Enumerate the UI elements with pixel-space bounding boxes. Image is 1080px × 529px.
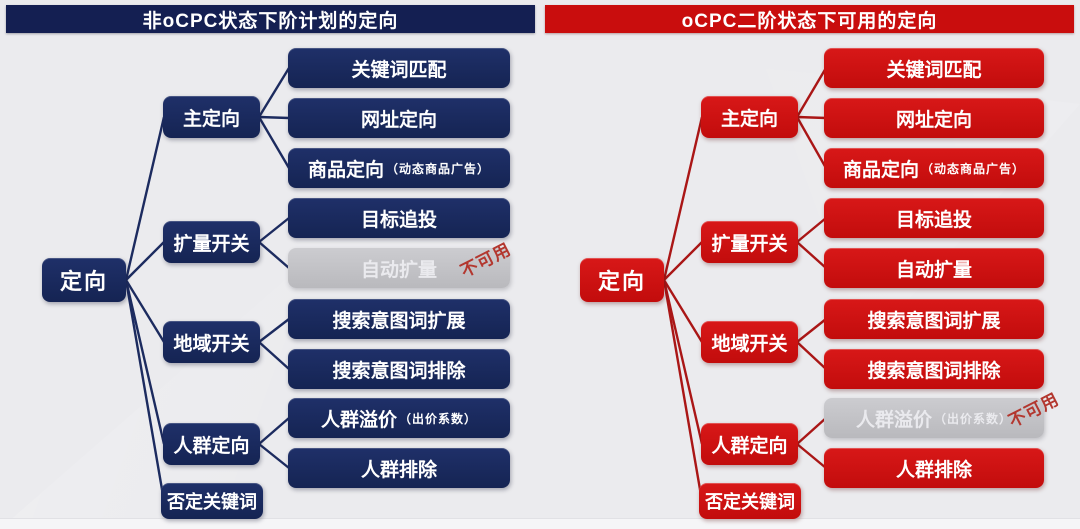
right-leaf-search-intent-exclude: 搜索意图词排除 <box>824 349 1044 389</box>
right-leaf-url-targeting: 网址定向 <box>824 98 1044 138</box>
right-leaf-product-targeting: 商品定向（动态商品广告） <box>824 148 1044 188</box>
right-leaf-auto-expansion: 自动扩量 <box>824 248 1044 288</box>
left-leaf-search-intent-exclude: 搜索意图词排除 <box>288 349 510 389</box>
right-branch-audience-targeting: 人群定向 <box>701 423 798 465</box>
left-leaf-audience-exclude: 人群排除 <box>288 448 510 488</box>
left-panel-title: 非oCPC状态下阶计划的定向 <box>6 5 535 33</box>
left-leaf-auto-expansion-disabled: 自动扩量 <box>288 248 510 288</box>
leaf-suffix: （出价系数） <box>399 411 478 426</box>
leaf-label: 商品定向 <box>842 159 919 181</box>
left-leaf-search-intent-expand: 搜索意图词扩展 <box>288 299 510 339</box>
right-leaf-search-intent-expand: 搜索意图词扩展 <box>824 299 1044 339</box>
left-branch-region-switch: 地域开关 <box>163 321 260 363</box>
leaf-suffix: （动态商品广告） <box>386 161 491 176</box>
left-leaf-product-targeting: 商品定向（动态商品广告） <box>288 148 510 188</box>
left-leaf-url-targeting: 网址定向 <box>288 98 510 138</box>
leaf-label: 人群溢价 <box>855 409 932 431</box>
right-leaf-audience-exclude: 人群排除 <box>824 448 1044 488</box>
right-leaf-target-retargeting: 目标追投 <box>824 198 1044 238</box>
left-branch-expansion-switch: 扩量开关 <box>163 221 260 263</box>
right-branch-negative-keywords: 否定关键词 <box>699 483 801 519</box>
right-branch-main-targeting: 主定向 <box>701 96 798 138</box>
left-branch-audience-targeting: 人群定向 <box>163 423 260 465</box>
bottom-band <box>0 518 1080 529</box>
left-leaf-audience-premium: 人群溢价（出价系数） <box>288 398 510 438</box>
leaf-label: 商品定向 <box>307 159 384 181</box>
leaf-suffix: （动态商品广告） <box>921 161 1026 176</box>
leaf-suffix: （出价系数） <box>934 411 1013 426</box>
left-branch-main-targeting: 主定向 <box>163 96 260 138</box>
right-branch-region-switch: 地域开关 <box>701 321 798 363</box>
left-root-node: 定向 <box>42 258 126 302</box>
right-branch-expansion-switch: 扩量开关 <box>701 221 798 263</box>
right-leaf-audience-premium-disabled: 人群溢价（出价系数） <box>824 398 1044 438</box>
right-leaf-keyword-match: 关键词匹配 <box>824 48 1044 88</box>
right-root-node: 定向 <box>580 258 664 302</box>
left-leaf-target-retargeting: 目标追投 <box>288 198 510 238</box>
left-leaf-keyword-match: 关键词匹配 <box>288 48 510 88</box>
right-panel-title: oCPC二阶状态下可用的定向 <box>545 5 1074 33</box>
left-branch-negative-keywords: 否定关键词 <box>161 483 263 519</box>
leaf-label: 人群溢价 <box>320 409 397 431</box>
